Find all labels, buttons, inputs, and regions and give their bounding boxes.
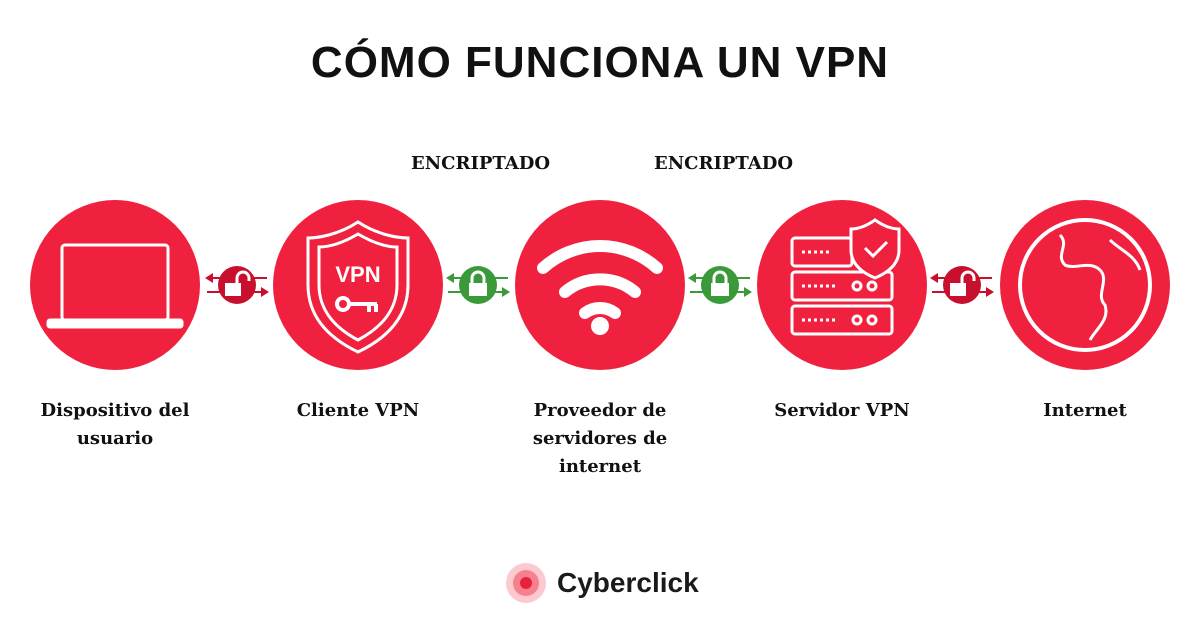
node-label: Dispositivo del usuario [40, 400, 190, 449]
laptop-icon [46, 243, 184, 329]
brand-name: Cyberclick [557, 567, 699, 598]
unlocked-link-icon [930, 266, 994, 304]
node-internet [1000, 200, 1170, 370]
locked-link-icon [688, 266, 752, 304]
locked-link-icon [446, 266, 510, 304]
server-shield-icon [790, 218, 901, 336]
vpn-shield-key-icon: VPN [306, 220, 410, 354]
cyberclick-logo-icon [506, 563, 546, 603]
node-label: Proveedor de servidores de internet [532, 400, 668, 477]
encrypted-label-1: ENCRIPTADO [411, 153, 551, 174]
svg-text:VPN: VPN [335, 262, 380, 287]
page-title: CÓMO FUNCIONA UN VPN [310, 38, 890, 87]
node-vpn-client: VPN [273, 200, 443, 370]
wifi-icon [537, 240, 663, 335]
node-label: Cliente VPN [296, 400, 420, 421]
encrypted-label-2: ENCRIPTADO [654, 153, 794, 174]
node-isp [515, 200, 685, 370]
brand-logo: Cyberclick [505, 562, 699, 604]
node-label: Internet [1043, 400, 1127, 421]
node-user-device [30, 200, 200, 370]
node-label: Servidor VPN [774, 400, 910, 421]
globe-icon [1018, 218, 1152, 352]
node-vpn-server [757, 200, 927, 370]
unlocked-link-icon [205, 266, 269, 304]
